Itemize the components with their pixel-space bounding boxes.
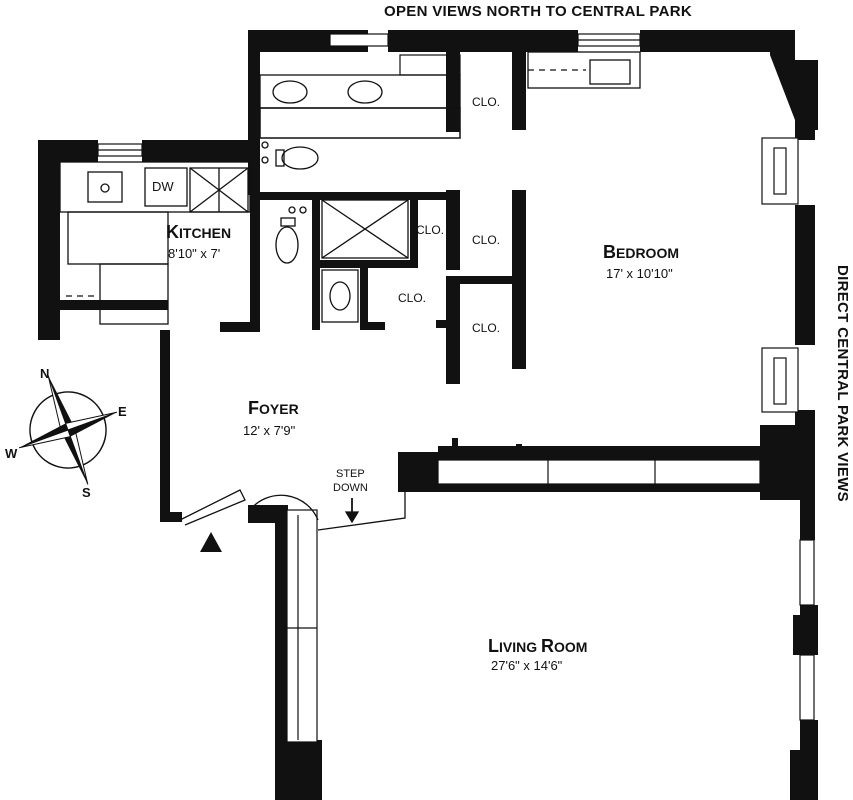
toilet-icon	[275, 226, 299, 264]
compass-icon	[18, 375, 118, 485]
step-down-label-line2: DOWN	[333, 482, 368, 494]
fixtures	[59, 51, 641, 531]
living-room-dims: 27'6" x 14'6"	[491, 658, 563, 673]
compass-south-label: S	[82, 485, 91, 500]
sink-icon	[272, 80, 308, 104]
compass-east-label: E	[118, 404, 127, 419]
entry-arrow-icon	[200, 532, 222, 552]
foyer-dims: 12' x 7'9"	[243, 423, 296, 438]
interior-walls	[220, 52, 526, 450]
compass-north-label: N	[40, 366, 49, 381]
closet-label: CLO.	[398, 291, 426, 305]
door-swing	[249, 494, 319, 521]
sink-icon	[347, 80, 383, 104]
sink-icon	[329, 281, 351, 311]
toilet-icon	[281, 146, 319, 170]
compass-west-label: W	[5, 446, 18, 461]
bedroom-name: BEDROOM	[603, 242, 679, 262]
living-room-name: LIVING ROOM	[488, 636, 587, 656]
shower-icon	[321, 199, 409, 259]
exterior-walls	[38, 30, 818, 800]
kitchen-dims: 8'10" x 7'	[168, 246, 220, 261]
closet-label: CLO.	[472, 321, 500, 335]
kitchen-sink-icon	[87, 171, 123, 203]
north-views-label: OPEN VIEWS NORTH TO CENTRAL PARK	[384, 3, 692, 20]
closet-label: CLO.	[416, 223, 444, 237]
step-down-label-line1: STEP	[336, 468, 365, 480]
dishwasher-label: DW	[152, 179, 174, 194]
east-views-label: DIRECT CENTRAL PARK VIEWS	[834, 265, 851, 502]
dishwasher	[144, 167, 188, 207]
bedroom-dims: 17' x 10'10"	[606, 266, 673, 281]
windows	[97, 33, 815, 743]
closet-label: CLO.	[472, 95, 500, 109]
closet-label: CLO.	[472, 233, 500, 247]
foyer-name: FOYER	[248, 398, 299, 418]
kitchen-name: KITCHEN	[166, 222, 231, 242]
